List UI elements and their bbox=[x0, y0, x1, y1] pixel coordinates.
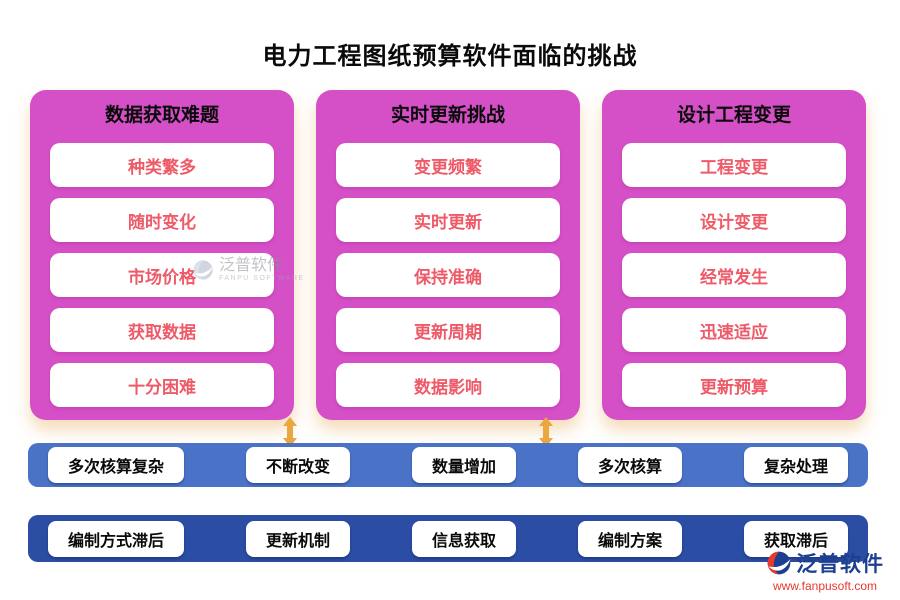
bar-chip: 编制方案 bbox=[577, 520, 682, 557]
panel-card: 数据影响 bbox=[336, 363, 560, 407]
bar-chip: 数量增加 bbox=[411, 447, 516, 483]
panel-data-acquisition: 数据获取难题 种类繁多 随时变化 市场价格 获取数据 十分困难 bbox=[30, 90, 294, 420]
panel-realtime-update: 实时更新挑战 变更频繁 实时更新 保持准确 更新周期 数据影响 bbox=[316, 90, 580, 420]
bar-chip: 不断改变 bbox=[245, 447, 350, 483]
panel-card: 种类繁多 bbox=[50, 143, 274, 187]
panel-card: 更新周期 bbox=[336, 308, 560, 352]
panel-card: 市场价格 bbox=[50, 253, 274, 297]
bar-chip: 信息获取 bbox=[411, 520, 516, 557]
panel-design-change: 设计工程变更 工程变更 设计变更 经常发生 迅速适应 更新预算 bbox=[602, 90, 866, 420]
panel-card: 获取数据 bbox=[50, 308, 274, 352]
panel-card: 设计变更 bbox=[622, 198, 846, 242]
bar-chip: 更新机制 bbox=[245, 520, 350, 557]
logo-brand-text: 泛普软件 bbox=[796, 553, 884, 576]
logo-url-text: www.fanpusoft.com bbox=[772, 579, 878, 593]
panel-card: 更新预算 bbox=[622, 363, 846, 407]
bar-chip: 复杂处理 bbox=[743, 447, 848, 483]
bar-chip: 编制方式滞后 bbox=[48, 520, 185, 557]
panel-card: 变更频繁 bbox=[336, 143, 560, 187]
logo-swirl-icon bbox=[767, 551, 791, 575]
panel-card: 迅速适应 bbox=[622, 308, 846, 352]
bar-chip: 多次核算 bbox=[577, 447, 682, 483]
panel-card: 十分困难 bbox=[50, 363, 274, 407]
bar-chip: 多次核算复杂 bbox=[48, 447, 185, 483]
double-arrow-icon bbox=[283, 417, 297, 447]
panel-header: 设计工程变更 bbox=[676, 105, 791, 126]
double-arrow-icon bbox=[539, 417, 553, 447]
panel-card: 保持准确 bbox=[336, 253, 560, 297]
page-title: 电力工程图纸预算软件面临的挑战 bbox=[262, 43, 638, 70]
panel-header: 数据获取难题 bbox=[104, 105, 219, 126]
panel-card: 随时变化 bbox=[50, 198, 274, 242]
consequence-bar-primary: 多次核算复杂 不断改变 数量增加 多次核算 复杂处理 bbox=[28, 443, 868, 487]
panel-card: 实时更新 bbox=[336, 198, 560, 242]
panel-card: 经常发生 bbox=[622, 253, 846, 297]
brand-logo: 泛普软件 www.fanpusoft.com bbox=[766, 548, 884, 593]
panel-header: 实时更新挑战 bbox=[390, 105, 505, 126]
bar-chip: 获取滞后 bbox=[743, 520, 848, 557]
panel-card: 工程变更 bbox=[622, 143, 846, 187]
challenge-panels: 数据获取难题 种类繁多 随时变化 市场价格 获取数据 十分困难 实时更新挑战 变… bbox=[30, 90, 866, 420]
consequence-bar-secondary: 编制方式滞后 更新机制 信息获取 编制方案 获取滞后 bbox=[28, 515, 868, 562]
